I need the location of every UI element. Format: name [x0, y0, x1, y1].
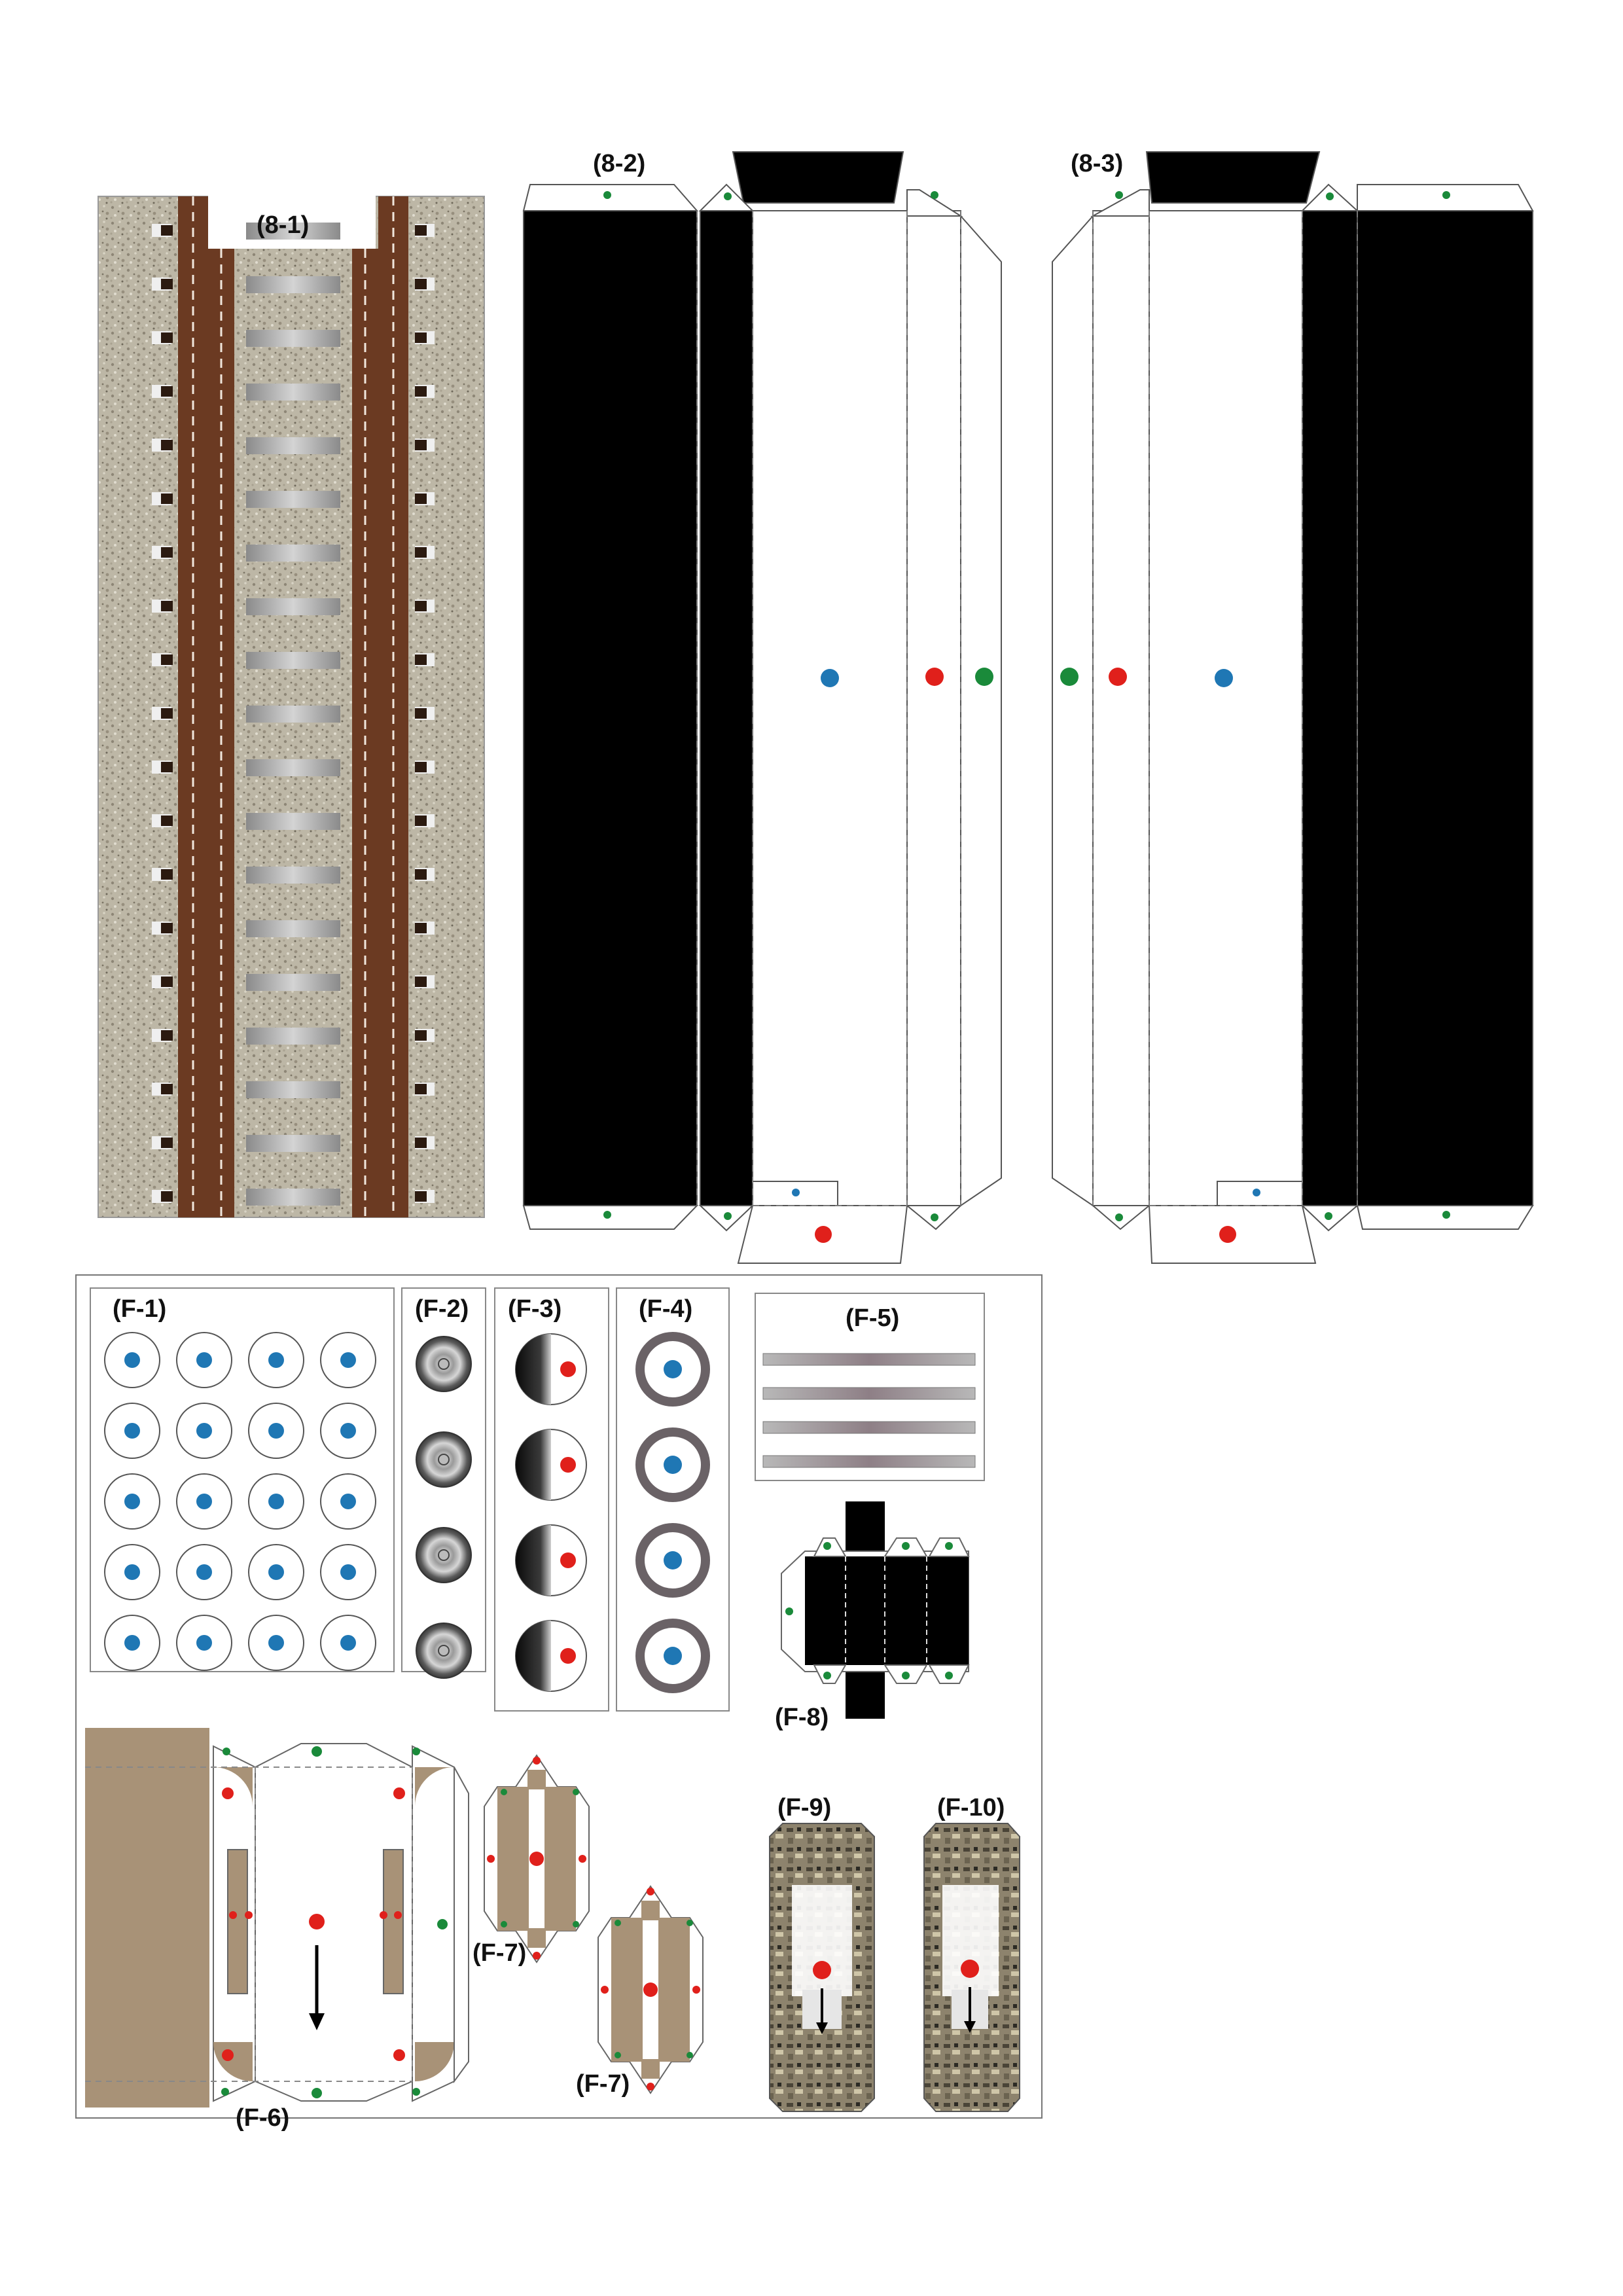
label-f1: (F-1): [113, 1295, 166, 1323]
part-8-1-track: (8-1): [98, 194, 485, 1218]
part-f2-wheels: (F-2): [401, 1287, 486, 1679]
label-f6: (F-6): [236, 2104, 289, 2132]
label-f5: (F-5): [846, 1304, 899, 1332]
part-8-2-markers: [603, 191, 993, 1243]
track-sleepers: [152, 223, 435, 1206]
part-8-2-body: [522, 151, 1002, 1264]
sleeper: [246, 437, 340, 454]
sleeper: [246, 706, 340, 723]
sleeper: [246, 545, 340, 562]
sleeper: [246, 867, 340, 884]
f5-strip: [762, 1387, 976, 1400]
sleeper: [246, 652, 340, 669]
f5-strip: [762, 1421, 976, 1434]
label-f4: (F-4): [639, 1295, 692, 1323]
label-f7-lower: (F-7): [576, 2070, 630, 2098]
lower-parts-frame: [75, 1274, 1043, 2119]
part-8-3-folds: [1092, 211, 1358, 1206]
part-8-2-folds: [696, 211, 961, 1206]
label-f7-upper: (F-7): [473, 1939, 526, 1967]
part-f8-box: (F-8): [775, 1501, 970, 1731]
part-f4-rings: (F-4): [616, 1287, 730, 1712]
part-8-3-body: [1052, 151, 1534, 1264]
part-f7-upper: (F-7): [473, 1754, 590, 1967]
sleeper: [246, 813, 340, 830]
sleeper: [246, 974, 340, 991]
label-8-3: (8-3): [1071, 150, 1123, 177]
sleeper: [246, 759, 340, 776]
sleeper: [246, 1028, 340, 1045]
part-f10-chassis: (F-10): [923, 1794, 1020, 2112]
part-f9-chassis: (F-9): [769, 1794, 875, 2112]
label-f8: (F-8): [775, 1704, 829, 1731]
sleeper: [246, 1135, 340, 1152]
label-8-2: (8-2): [593, 150, 645, 177]
label-f2: (F-2): [415, 1295, 469, 1323]
part-f1-circles: (F-1): [90, 1287, 395, 1672]
label-f9: (F-9): [777, 1794, 831, 1821]
sleeper: [246, 223, 340, 240]
sleeper: [246, 1189, 340, 1206]
sleeper: [246, 1081, 340, 1098]
part-f5-strips: (F-5): [755, 1293, 985, 1481]
f5-strip: [762, 1455, 976, 1468]
sleeper: [246, 920, 340, 937]
label-8-1: (8-1): [257, 211, 309, 239]
part-f7-lower: (F-7): [576, 1885, 704, 2098]
sleeper: [246, 384, 340, 401]
sleeper: [246, 330, 340, 347]
part-f3-half-discs: (F-3): [494, 1287, 609, 1712]
sleeper: [246, 276, 340, 293]
sleeper: [246, 491, 340, 508]
f5-strip: [762, 1353, 976, 1366]
part-8-3-markers: [1060, 191, 1450, 1243]
part-f6-base: (F-6): [85, 1728, 469, 2132]
label-f3: (F-3): [508, 1295, 562, 1323]
label-f10: (F-10): [937, 1794, 1005, 1821]
sleeper: [246, 598, 340, 615]
